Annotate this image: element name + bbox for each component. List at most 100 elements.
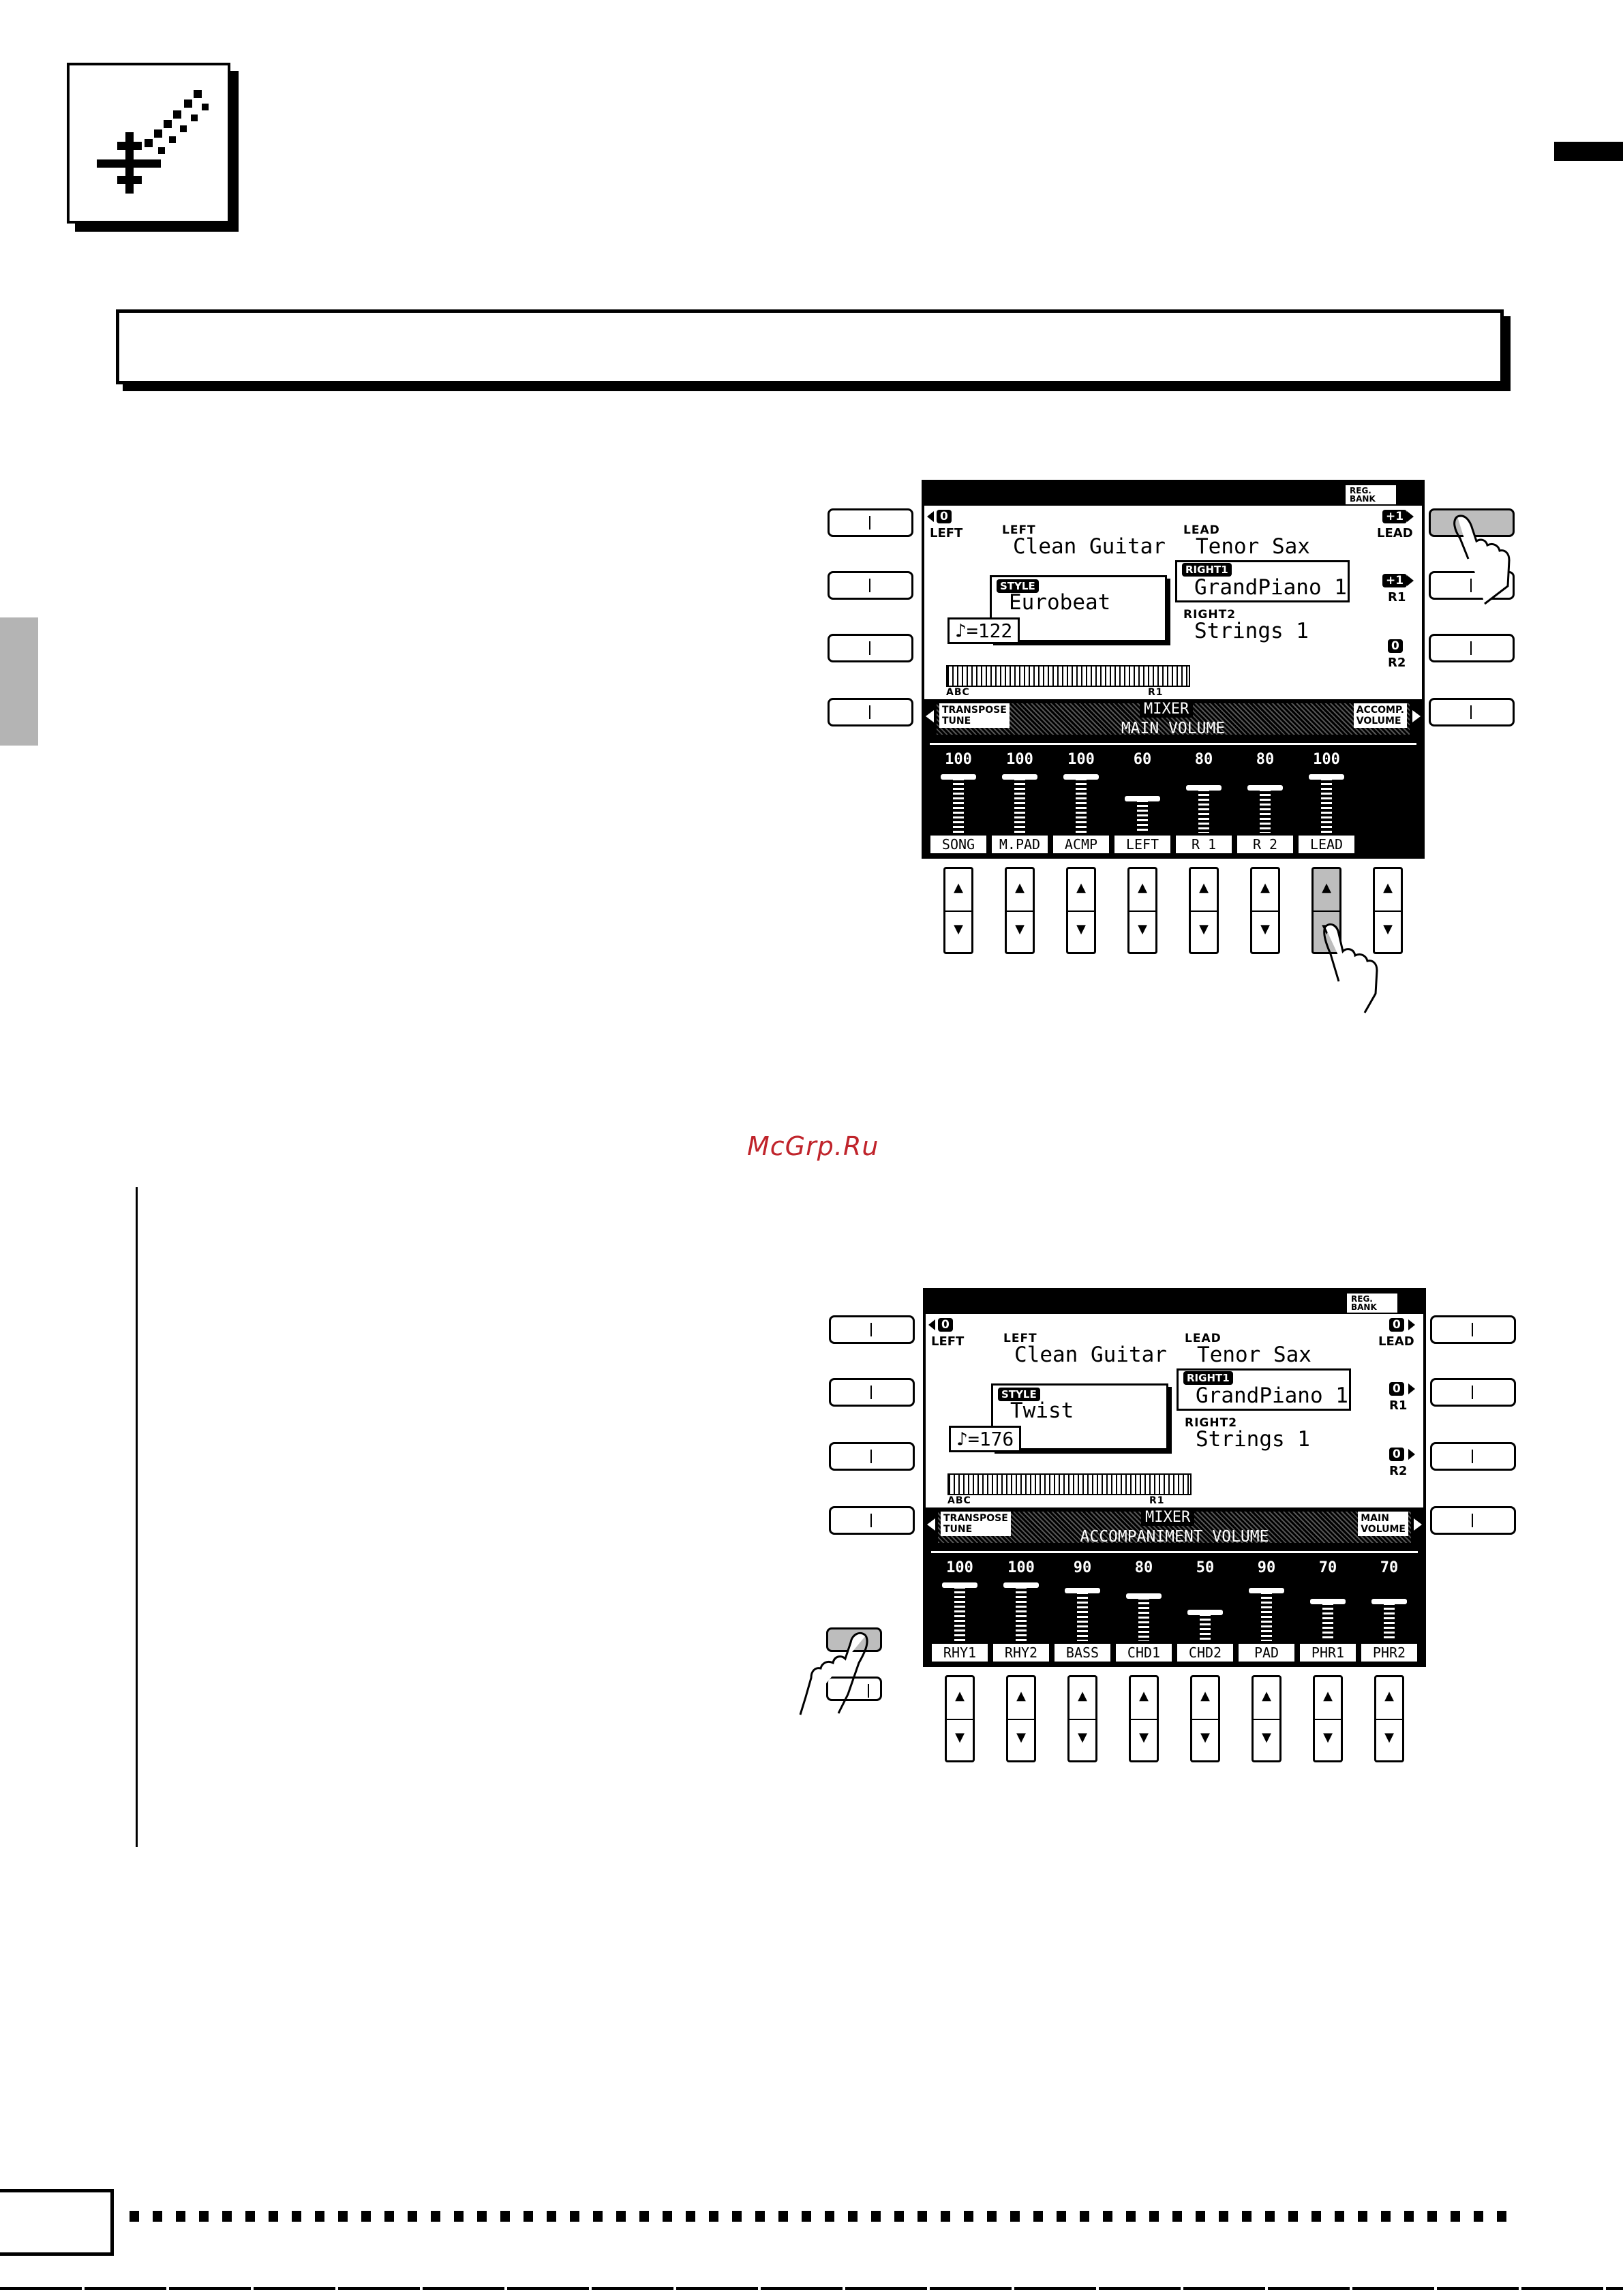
- up-arrow-icon[interactable]: ▲: [945, 869, 971, 912]
- metronome-icon: ♪: [955, 619, 967, 642]
- reg-bank-number: 1: [1406, 484, 1417, 503]
- side-r2-value: 0: [1388, 639, 1403, 653]
- right2-voice-name: Strings 1: [1196, 1427, 1310, 1452]
- channel-fader: [1063, 774, 1099, 833]
- right1-badge: RIGHT1: [1183, 1371, 1233, 1385]
- lcd-button-right-3[interactable]: [1430, 1442, 1516, 1471]
- fader-updown-button-3[interactable]: ▲▼: [1067, 1675, 1097, 1762]
- up-arrow-icon[interactable]: ▲: [1008, 1677, 1034, 1720]
- up-arrow-icon[interactable]: ▲: [1070, 1677, 1095, 1720]
- up-arrow-icon[interactable]: ▲: [1315, 1677, 1341, 1720]
- channel-name: PHR1: [1300, 1644, 1356, 1662]
- fader-updown-button-6[interactable]: ▲▼: [1252, 1675, 1281, 1762]
- down-arrow-icon[interactable]: ▼: [1138, 922, 1147, 936]
- channel-value: 70: [1380, 1559, 1399, 1576]
- down-arrow-icon[interactable]: ▼: [954, 922, 963, 936]
- lcd-button-left-3[interactable]: [828, 634, 913, 662]
- up-arrow-icon[interactable]: ▲: [1376, 1677, 1402, 1720]
- fader-updown-button-4[interactable]: ▲▼: [1127, 867, 1157, 954]
- up-arrow-icon[interactable]: ▲: [1254, 1677, 1279, 1720]
- channel-value: 100: [1067, 751, 1095, 768]
- down-arrow-icon[interactable]: ▼: [1199, 922, 1209, 936]
- down-arrow-icon[interactable]: ▼: [1078, 1730, 1087, 1745]
- channel-name: CHD1: [1116, 1644, 1172, 1662]
- right-arrow-icon: [1414, 1518, 1422, 1531]
- down-arrow-icon[interactable]: ▼: [1383, 922, 1393, 936]
- lcd-button-right-1[interactable]: [1430, 1315, 1516, 1344]
- fader-updown-button-1[interactable]: ▲▼: [945, 1675, 975, 1762]
- down-arrow-icon[interactable]: ▼: [1384, 1730, 1394, 1745]
- fader-updown-button-2[interactable]: ▲▼: [1005, 867, 1035, 954]
- side-r1-label: R1: [1388, 590, 1406, 604]
- fader-updown-button-8[interactable]: ▲▼: [1373, 867, 1403, 954]
- up-arrow-icon[interactable]: ▲: [1375, 869, 1401, 912]
- up-arrow-icon[interactable]: ▲: [1129, 869, 1155, 912]
- lcd-button-left-1[interactable]: [828, 508, 913, 537]
- left-arrow-icon: [926, 710, 934, 722]
- lcd-button-right-4[interactable]: [1430, 1506, 1516, 1535]
- fader-updown-button-6[interactable]: ▲▼: [1250, 867, 1280, 954]
- up-arrow-icon[interactable]: ▲: [1131, 1677, 1157, 1720]
- down-arrow-icon[interactable]: ▼: [1015, 922, 1025, 936]
- down-arrow-icon[interactable]: ▼: [1076, 922, 1086, 936]
- lcd-button-left-4[interactable]: [828, 698, 913, 726]
- fader-track: [1321, 778, 1332, 833]
- mixer-subtitle: MAIN VOLUME: [1121, 720, 1226, 737]
- channel-name: CHD2: [1177, 1644, 1233, 1662]
- up-arrow-icon[interactable]: ▲: [947, 1677, 973, 1720]
- mixer-page-button-lower[interactable]: [826, 1677, 882, 1701]
- fader-track: [1198, 789, 1209, 833]
- up-arrow-icon[interactable]: ▲: [1252, 869, 1278, 912]
- fader-updown-button-8[interactable]: ▲▼: [1374, 1675, 1404, 1762]
- up-arrow-icon[interactable]: ▲: [1192, 1677, 1218, 1720]
- fader-updown-button-4[interactable]: ▲▼: [1129, 1675, 1159, 1762]
- left-part-label: LEFT: [1003, 1332, 1037, 1345]
- lcd-screen-accompaniment-volume: REG. BANK LEFT Clean Guitar LEAD Tenor S…: [923, 1288, 1426, 1667]
- sparkle-icon: [97, 90, 209, 194]
- lcd-button-left-2[interactable]: [829, 1378, 915, 1407]
- lcd-button-left-1[interactable]: [829, 1315, 915, 1344]
- down-arrow-icon[interactable]: ▼: [1323, 1730, 1333, 1745]
- pressing-hand-icon: [1323, 923, 1378, 1013]
- fader-track: [1077, 1592, 1088, 1641]
- fader-knob: [1003, 1582, 1039, 1588]
- footer-dashed-line: [130, 2211, 1513, 2222]
- up-arrow-icon[interactable]: ▲: [1314, 869, 1339, 912]
- down-arrow-icon[interactable]: ▼: [1200, 1730, 1210, 1745]
- down-arrow-icon[interactable]: ▼: [1260, 922, 1270, 936]
- right2-voice-name: Strings 1: [1194, 619, 1309, 643]
- fader-updown-button-7[interactable]: ▲▼: [1313, 1675, 1343, 1762]
- channel-value: 100: [1007, 1559, 1035, 1576]
- lcd-button-left-4[interactable]: [829, 1506, 915, 1535]
- up-arrow-icon[interactable]: ▲: [1068, 869, 1094, 912]
- lcd-button-right-3[interactable]: [1429, 634, 1515, 662]
- channel-fader: [1126, 1587, 1162, 1641]
- lcd-button-left-3[interactable]: [829, 1442, 915, 1471]
- fader-updown-button-5[interactable]: ▲▼: [1190, 1675, 1220, 1762]
- fader-updown-button-2[interactable]: ▲▼: [1006, 1675, 1036, 1762]
- mixer-divider: [930, 743, 1416, 745]
- fader-updown-button-1[interactable]: ▲▼: [943, 867, 973, 954]
- fader-updown-button-3[interactable]: ▲▼: [1066, 867, 1096, 954]
- up-arrow-icon[interactable]: ▲: [1191, 869, 1217, 912]
- side-lead-label: LEAD: [1377, 526, 1413, 540]
- right1-badge: RIGHT1: [1182, 563, 1232, 577]
- right2-part-label: RIGHT2: [1183, 608, 1237, 622]
- down-arrow-icon[interactable]: ▼: [1016, 1730, 1026, 1745]
- up-arrow-icon[interactable]: ▲: [1007, 869, 1033, 912]
- down-arrow-icon[interactable]: ▼: [1262, 1730, 1271, 1745]
- fader-track: [953, 778, 964, 833]
- channel-fader: [1002, 774, 1037, 833]
- channel-name: RHY2: [993, 1644, 1049, 1662]
- left-voice-name: Clean Guitar: [1014, 1343, 1167, 1367]
- fader-updown-button-5[interactable]: ▲▼: [1189, 867, 1219, 954]
- lcd-button-right-2[interactable]: [1430, 1378, 1516, 1407]
- lcd-button-left-2[interactable]: [828, 571, 913, 600]
- channel-fader: [1249, 1587, 1284, 1641]
- channel-fader: [1186, 778, 1222, 833]
- lcd-button-right-4[interactable]: [1429, 698, 1515, 726]
- down-arrow-icon[interactable]: ▼: [955, 1730, 965, 1745]
- down-arrow-icon[interactable]: ▼: [1139, 1730, 1149, 1745]
